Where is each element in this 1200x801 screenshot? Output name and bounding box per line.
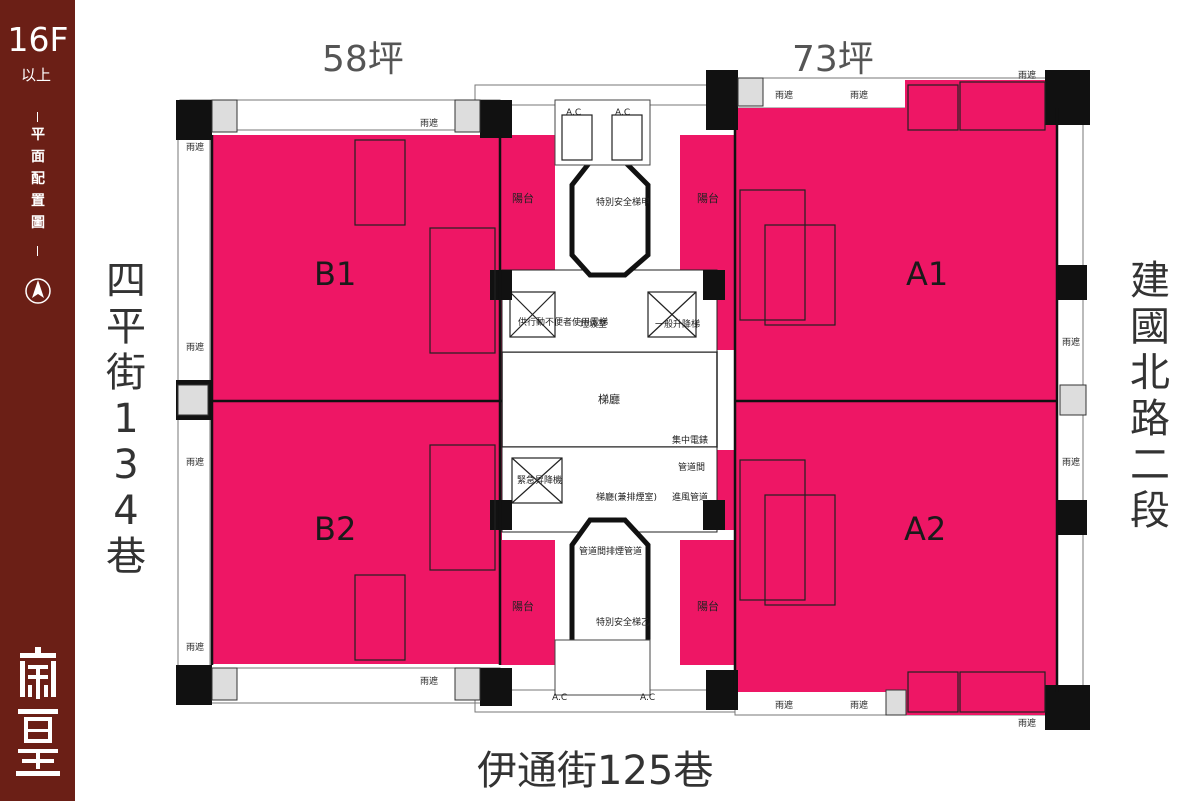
plan-title-text: 平面配置圖 xyxy=(31,127,45,231)
rain-eave-a2-1: 雨遮 xyxy=(775,699,793,711)
rain-eave-b1: 雨遮 xyxy=(420,117,438,129)
sidebar: 16F 以上 平面配置圖 xyxy=(0,0,75,801)
rain-eave-left-3: 雨遮 xyxy=(186,456,204,468)
central-meter-label: 集中電錶 xyxy=(672,434,708,446)
rain-eave-left-1: 雨遮 xyxy=(186,141,204,153)
north-arrow-icon xyxy=(25,278,51,304)
rain-eave-right-1: 雨遮 xyxy=(1062,336,1080,348)
floor-number: 16F xyxy=(7,20,69,59)
stair-b-label: 特別安全梯乙 xyxy=(596,616,650,628)
area-label-b-units: 58坪 xyxy=(322,39,404,80)
unit-b1-area xyxy=(212,135,502,400)
pipe-shaft-label: 管道間 xyxy=(678,461,705,473)
rain-eave-left-2: 雨遮 xyxy=(186,341,204,353)
pipe-exhaust-label: 管道間排煙管道 xyxy=(579,545,642,557)
rain-eave-a2-3: 雨遮 xyxy=(1018,717,1036,729)
unit-a2-area xyxy=(735,402,1057,692)
rain-eave-left-4: 雨遮 xyxy=(186,641,204,653)
emergency-elevator-label: 緊急昇降機 xyxy=(517,474,562,486)
unit-a1-label: A1 xyxy=(906,255,948,293)
street-label-right: 建國北路二段 xyxy=(1127,258,1173,534)
rain-eave-right-2: 雨遮 xyxy=(1062,456,1080,468)
ac-label-2: A.C xyxy=(615,108,630,118)
unit-b2-label: B2 xyxy=(314,510,356,548)
accessible-elevator-label: 供行動不便者使用電梯 xyxy=(518,316,608,328)
rain-eave-a2-2: 雨遮 xyxy=(850,699,868,711)
street-label-bottom: 伊通街125巷 xyxy=(477,748,714,794)
unit-a1-area xyxy=(735,108,1057,400)
ac-label-4: A.C xyxy=(640,693,655,703)
rain-eave-b2: 雨遮 xyxy=(420,675,438,687)
street-label-right-text: 建國北路二段 xyxy=(1130,258,1170,534)
balcony-b1: 陽台 xyxy=(512,191,534,205)
fire-lobby-label: 梯廳(兼排煙室) xyxy=(596,491,657,503)
ac-label-3: A.C xyxy=(552,693,567,703)
unit-b1-label: B1 xyxy=(314,255,356,293)
balcony-a2: 陽台 xyxy=(697,599,719,613)
rain-eave-a1-2: 雨遮 xyxy=(850,89,868,101)
title-divider-top xyxy=(37,112,38,122)
brand-logo xyxy=(16,647,60,776)
stair-a xyxy=(569,159,651,278)
lobby-label: 梯廳 xyxy=(598,392,620,406)
rain-eave-a1-3: 雨遮 xyxy=(1018,69,1036,81)
rain-eave-a1-1: 雨遮 xyxy=(775,89,793,101)
plan-title: 平面配置圖 xyxy=(27,124,49,234)
unit-b2-area xyxy=(212,402,502,664)
floor-subtitle: 以上 xyxy=(20,66,51,84)
ac-label-1: A.C xyxy=(566,108,581,118)
garbage-room-label: 垃圾室 xyxy=(580,318,607,330)
vent-shaft-label: 進風管道 xyxy=(672,491,708,503)
title-divider-bottom xyxy=(37,246,38,256)
stair-a-label: 特別安全梯甲 xyxy=(596,196,650,208)
balcony-a1: 陽台 xyxy=(697,191,719,205)
balcony-b2: 陽台 xyxy=(512,599,534,613)
general-elevator-label: 一般升降梯 xyxy=(655,318,700,330)
area-label-a-units: 73坪 xyxy=(792,39,874,80)
unit-a2-label: A2 xyxy=(904,510,946,548)
